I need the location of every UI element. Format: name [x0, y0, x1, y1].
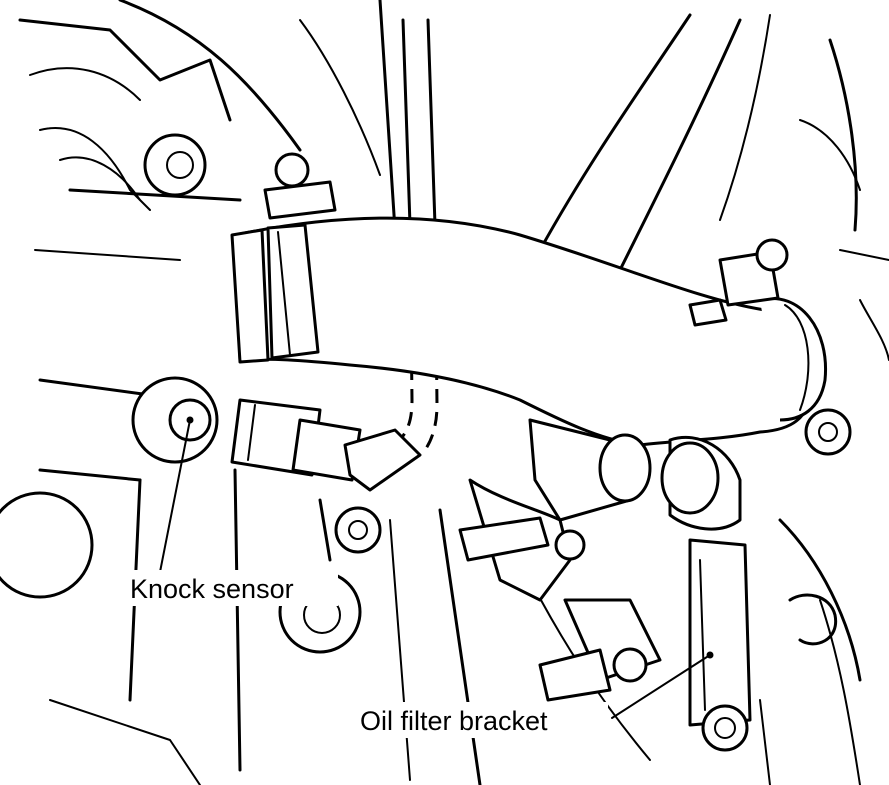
oil-filter-bracket: [688, 538, 752, 752]
knock-sensor-label: Knock sensor: [130, 574, 294, 604]
lower-pipes: [458, 418, 742, 702]
knock-sensor-leader: [159, 419, 191, 573]
knock-sensor-leader-dot: [186, 416, 194, 424]
leader-lines: [159, 416, 714, 719]
coolant-hose: [230, 152, 828, 447]
knock-sensor: [131, 376, 422, 492]
oil-filter-bracket-leader-dot: [706, 651, 714, 659]
oil-filter-bracket-label: Oil filter bracket: [360, 706, 548, 736]
oil-filter-bracket-leader: [611, 654, 711, 719]
